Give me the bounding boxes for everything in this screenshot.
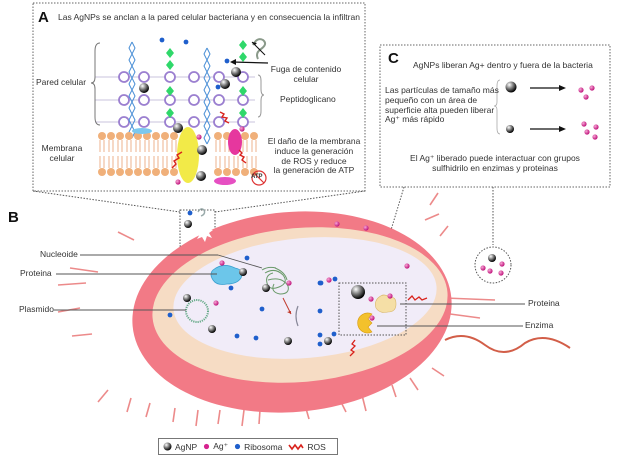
label-membrane-line1: Membrana bbox=[41, 143, 83, 153]
arrow bbox=[231, 61, 269, 64]
extracellular-zoom-circle bbox=[474, 246, 512, 284]
agnp-sphere-icon bbox=[163, 442, 172, 451]
inset-frame-cytoplasm bbox=[338, 282, 407, 336]
nucleoid-shape bbox=[261, 266, 289, 295]
label-membrane-line2: celular bbox=[49, 152, 75, 163]
label-cell-wall: Pared celular bbox=[36, 77, 87, 87]
plasmid-shape bbox=[185, 299, 209, 323]
protein-cream bbox=[375, 294, 397, 313]
interact-line2: sulfhidrilo en enzimas y proteinas bbox=[432, 162, 558, 173]
cell-wall-brace bbox=[90, 42, 101, 126]
legend-item-agnp: AgNP bbox=[163, 442, 197, 452]
legend-item-ribosome: Ribosoma bbox=[234, 442, 282, 452]
membrane-protein-yellow bbox=[177, 127, 199, 183]
zoom-line bbox=[32, 190, 181, 213]
label-plasmid: Plasmido bbox=[19, 304, 54, 314]
membrane-protein-pink bbox=[228, 129, 242, 155]
panel-c-letter: C bbox=[388, 50, 399, 67]
label-membrane: Membrana celular bbox=[36, 143, 88, 164]
label-damage-line1: El daño de la membrana bbox=[267, 136, 361, 146]
legend-label: ROS bbox=[307, 441, 326, 452]
label-damage-line2: induce la generación bbox=[274, 145, 354, 156]
legend-item-ag-ion: Ag⁺ bbox=[203, 441, 228, 452]
bacterium-cytoplasm bbox=[173, 237, 437, 359]
label-membrane-damage: El daño de la membrana induce la generac… bbox=[264, 136, 364, 176]
particles-line3: superficie alta pueden liberar bbox=[385, 104, 495, 115]
panel-c-interact-text: El Ag⁺ liberado puede interactuar con gr… bbox=[395, 153, 595, 174]
panel-c-frame bbox=[379, 44, 611, 188]
legend: AgNP Ag⁺ Ribosoma ROS bbox=[158, 438, 338, 455]
label-nucleoid: Nucleoide bbox=[40, 249, 78, 259]
label-protein-left: Proteina bbox=[20, 268, 52, 278]
ros-zigzag-icon bbox=[288, 443, 305, 450]
wall-rupture bbox=[197, 228, 213, 242]
label-damage-line4: la generación de ATP bbox=[273, 165, 355, 176]
label-damage-line3: de ROS y reduce bbox=[281, 155, 347, 166]
panel-a-letter: A bbox=[38, 9, 49, 26]
leaking-content bbox=[252, 38, 267, 60]
particles-line1: Las partículas de tamaño más bbox=[385, 85, 499, 95]
glycan-chains bbox=[128, 41, 211, 145]
membrane-protein-blue bbox=[132, 128, 152, 134]
label-enzyme: Enzima bbox=[525, 320, 554, 330]
panel-a-title: Las AgNPs se anclan a la pared celular b… bbox=[58, 12, 360, 22]
legend-label: Ribosoma bbox=[244, 441, 283, 452]
ros-zigzag bbox=[171, 111, 247, 169]
label-peptidoglycan: Peptidoglicano bbox=[280, 94, 336, 104]
peptidoglycan-brace bbox=[257, 74, 265, 118]
panel-b-letter: B bbox=[8, 209, 19, 226]
membrane-protein-magenta bbox=[214, 177, 236, 185]
green-diamonds bbox=[166, 40, 247, 118]
label-leak: Fuga de contenido celular bbox=[266, 64, 346, 85]
label-leader-lines bbox=[54, 254, 525, 327]
legend-item-ros: ROS bbox=[288, 441, 326, 452]
flagellum bbox=[444, 335, 571, 353]
lipid-bilayer bbox=[98, 132, 258, 176]
label-protein-right: Proteina bbox=[528, 298, 560, 308]
panel-a-frame bbox=[32, 2, 366, 192]
release-arrows bbox=[530, 87, 562, 130]
particles-line2: pequeño con un área de bbox=[385, 94, 478, 105]
enzyme-yellow bbox=[357, 312, 373, 334]
atp-crossed-icon bbox=[251, 170, 267, 186]
label-leak-line1: Fuga de contenido bbox=[270, 64, 342, 74]
particles-line4: Ag⁺ más rápido bbox=[385, 114, 445, 125]
atp-label: ATP bbox=[251, 174, 263, 180]
panel-c-particles-text: Las partículas de tamaño más pequeño con… bbox=[385, 85, 499, 125]
interact-line1: El Ag⁺ liberado puede interactuar con gr… bbox=[410, 153, 580, 163]
protein-blue bbox=[210, 265, 243, 285]
legend-label: AgNP bbox=[175, 441, 198, 452]
ag-ion-dot-icon bbox=[204, 443, 210, 450]
ribosome-dot-icon bbox=[235, 443, 241, 450]
legend-label: Ag⁺ bbox=[213, 441, 229, 451]
panel-c-title: AgNPs liberan Ag+ dentro y fuera de la b… bbox=[413, 60, 593, 70]
label-leak-line2: celular bbox=[293, 73, 319, 84]
zoom-line bbox=[214, 190, 366, 213]
